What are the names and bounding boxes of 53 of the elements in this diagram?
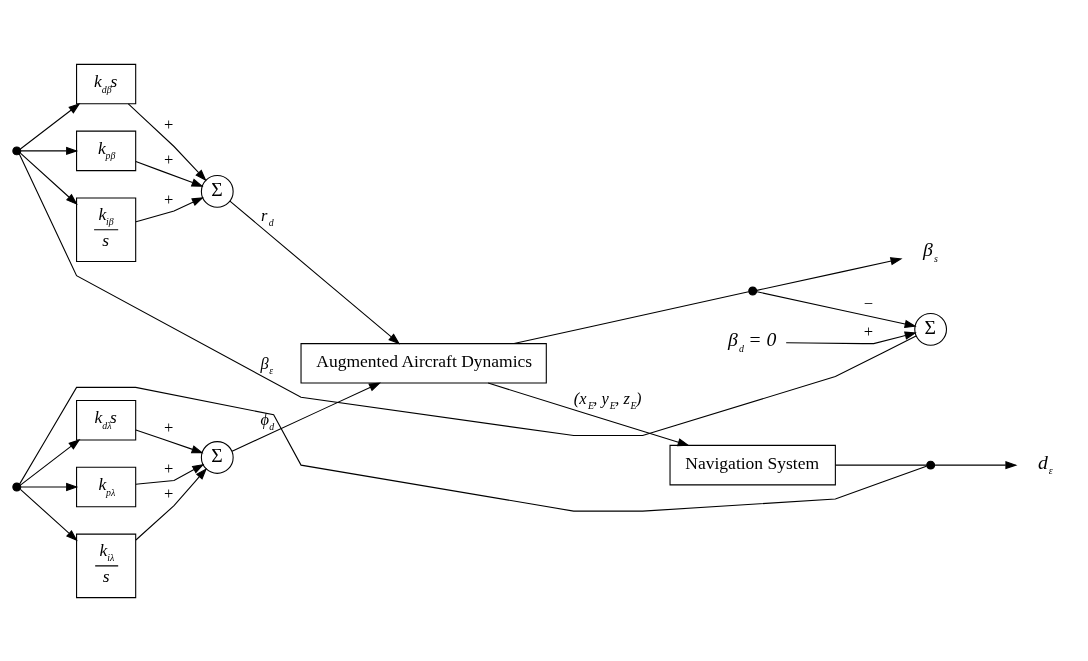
edge-label: −: [862, 293, 874, 313]
arrow: [19, 152, 78, 205]
edge-label: +: [163, 483, 175, 503]
node-circle: [748, 286, 758, 296]
arrow: [756, 290, 917, 328]
edge-label: +: [163, 114, 175, 134]
node-box: k$_{dβ}$s: [76, 63, 137, 104]
arrow: [20, 482, 79, 491]
arrow: [785, 331, 917, 344]
arrow: [229, 200, 401, 344]
edge-label: +: [163, 458, 175, 478]
edge-label: (x$_{E}$, y$_{E}$, z$_{E}$): [573, 388, 642, 411]
connector: [834, 464, 928, 466]
arrow: [934, 460, 1018, 469]
arrow: [127, 102, 207, 181]
node-circle: Σ: [200, 440, 234, 474]
edge-label: +: [163, 417, 175, 437]
connector: [19, 386, 927, 512]
edge-label: +: [163, 149, 175, 169]
node-box: k$_{dλ}$s: [76, 399, 137, 440]
arrow: [135, 467, 208, 541]
arrow: [19, 438, 81, 486]
connector: [18, 152, 917, 436]
arrow: [135, 196, 204, 222]
arrow: [20, 146, 79, 155]
node-circle: [12, 145, 22, 155]
node-circle: Σ: [914, 312, 948, 346]
node-circle: [926, 460, 936, 470]
arrow: [135, 463, 205, 485]
arrow: [19, 102, 81, 149]
connector: [513, 290, 750, 344]
node-text: β$_{s}$: [922, 237, 938, 264]
node-box: k$_{pβ}$: [76, 130, 137, 171]
edge-label: ϕ$_{d}$: [260, 409, 275, 432]
arrow: [487, 382, 690, 446]
edge-label: β$_{ε}$: [260, 353, 274, 376]
edge-label: +: [163, 189, 175, 209]
node-circle: Σ: [200, 174, 234, 208]
node-text: β$_{d}$ = 0: [728, 327, 777, 354]
arrow: [231, 381, 381, 452]
arrow: [756, 256, 903, 291]
node-text: d$_{ε}$: [1037, 450, 1053, 476]
edge-label: r$_{d}$: [261, 205, 274, 228]
arrow: [135, 428, 204, 453]
node-box: k$_{iβ}$ s: [76, 196, 137, 262]
arrow: [19, 488, 78, 541]
node-box: Navigation System: [669, 444, 836, 485]
edge-label: +: [862, 321, 874, 341]
node-circle: [12, 482, 22, 491]
node-box: Augmented Aircraft Dynamics: [300, 342, 547, 384]
node-box: k$_{iλ}$ s: [76, 533, 137, 598]
arrow: [135, 160, 204, 187]
node-box: k$_{pλ}$: [76, 466, 137, 507]
